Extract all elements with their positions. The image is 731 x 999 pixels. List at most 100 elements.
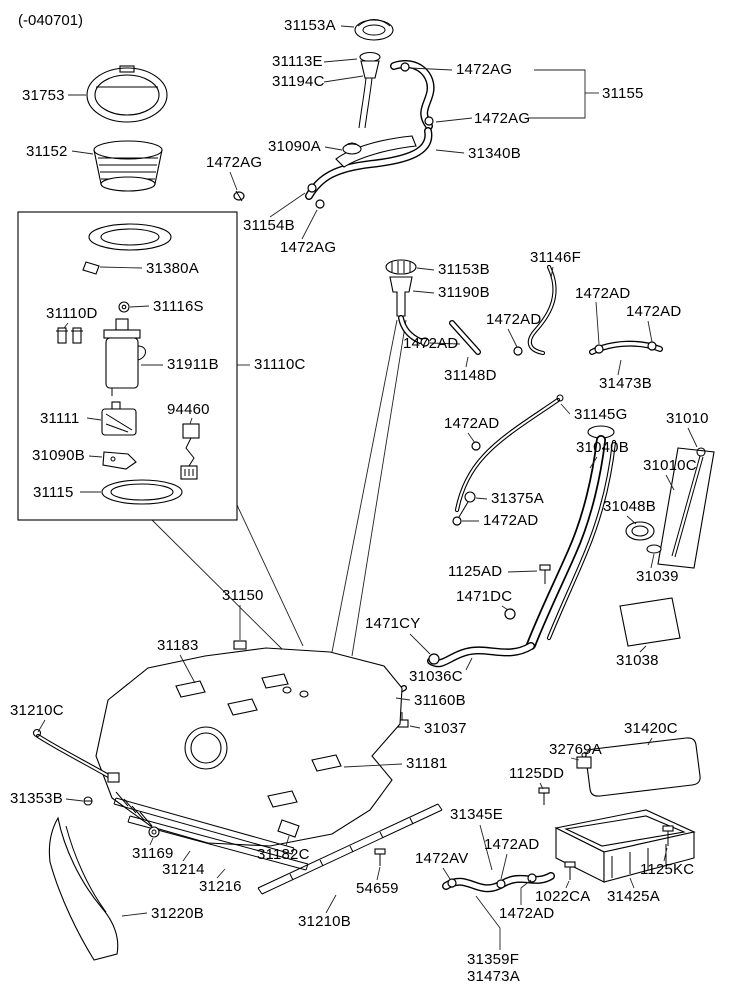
hose-31340B-art <box>305 127 433 209</box>
part-label-31210c-49: 31210C <box>10 702 64 719</box>
part-label-1472ag-5: 1472AG <box>474 110 531 127</box>
tray-31425A-art <box>554 809 696 883</box>
part-label-31359f-69: 31359F <box>467 951 520 968</box>
part-label-31090b-20: 31090B <box>32 447 85 464</box>
fuel-cap-art <box>354 19 394 41</box>
revision-code: (-040701) <box>18 12 84 29</box>
part-label-31425a-64: 31425A <box>607 888 660 905</box>
part-label-31039-40: 31039 <box>636 568 679 585</box>
part-label-31111-18: 31111 <box>40 410 80 427</box>
inlet-funnel-31090A-art <box>335 135 417 168</box>
filler-cap-31153B-art <box>385 259 417 275</box>
filler-neck-top-art <box>358 51 381 129</box>
filler-pipe-31040B-art <box>504 425 655 650</box>
part-label-31150-42: 31150 <box>222 587 264 604</box>
part-label-1472ad-27: 1472AD <box>486 311 542 328</box>
bracket-31182C-art <box>277 819 300 838</box>
filler-boot-31152-art <box>93 140 163 192</box>
part-label-31110c-17: 31110C <box>254 356 306 373</box>
part-label-31113e-1: 31113E <box>272 53 323 70</box>
part-label-31037-48: 31037 <box>424 720 467 737</box>
connector-lines <box>151 319 407 657</box>
vent-tube-31146F-art <box>513 264 557 356</box>
part-label-31155-4: 31155 <box>602 85 644 102</box>
part-label-31010c-35: 31010C <box>643 457 697 474</box>
bolt-31353B-art <box>83 796 93 806</box>
part-label-31090a-8: 31090A <box>268 138 321 155</box>
strap-31210C-art <box>32 728 120 783</box>
part-label-31214-58: 31214 <box>162 861 205 878</box>
part-label-31146f-23: 31146F <box>530 249 581 266</box>
part-label-31160b-47: 31160B <box>414 692 466 709</box>
fuel-tank-art <box>95 640 403 847</box>
part-label-1472ad-26: 1472AD <box>626 303 682 320</box>
bolt-1125KC-art <box>662 825 674 846</box>
bolt-1022CA-art <box>564 861 576 880</box>
part-label-31182c-59: 31182C <box>257 846 310 863</box>
part-label-31353b-54: 31353B <box>10 790 63 807</box>
part-label-31181-50: 31181 <box>406 755 448 772</box>
plate-31038-art <box>619 597 681 647</box>
part-label-54659-62: 54659 <box>356 880 399 897</box>
bolt-54659-art <box>374 848 386 866</box>
part-label-31753-6: 31753 <box>22 87 65 104</box>
part-label-31375a-36: 31375A <box>491 490 544 507</box>
part-label-31911b-16: 31911B <box>167 356 219 373</box>
part-label-31183-44: 31183 <box>157 637 199 654</box>
part-label-31420c-51: 31420C <box>624 720 678 737</box>
leader-lines <box>37 25 698 950</box>
funnel-31190B-art <box>389 276 430 347</box>
part-label-1125kc-65: 1125KC <box>640 861 695 878</box>
part-label-31036c-46: 31036C <box>409 668 463 685</box>
part-label-1472ad-38: 1472AD <box>483 512 539 529</box>
part-label-32769a-52: 32769A <box>549 741 602 758</box>
hose-31155-art <box>390 60 435 130</box>
canister-31420C-art <box>576 737 701 797</box>
part-label-31038-45: 31038 <box>616 652 659 669</box>
part-label-31153a-0: 31153A <box>284 17 336 34</box>
part-label-94460-19: 94460 <box>167 401 210 418</box>
part-label-31154b-11: 31154B <box>243 217 295 234</box>
part-label-31153b-22: 31153B <box>438 261 490 278</box>
pipe-31148D-art <box>449 320 481 355</box>
part-label-1472ag-12: 1472AG <box>280 239 337 256</box>
strap-31210B-art <box>257 803 443 895</box>
part-label-31220b-66: 31220B <box>151 905 204 922</box>
part-label-31340b-9: 31340B <box>468 145 521 162</box>
hose-31036C-art <box>427 642 535 668</box>
part-label-31010-32: 31010 <box>666 410 709 427</box>
part-label-1472ad-56: 1472AD <box>484 836 540 853</box>
part-label-1472av-60: 1472AV <box>415 850 469 867</box>
part-label-1471cy-43: 1471CY <box>365 615 421 632</box>
part-label-31152-7: 31152 <box>26 143 68 160</box>
part-label-31194c-2: 31194C <box>272 73 325 90</box>
part-label-31190b-24: 31190B <box>438 284 490 301</box>
part-label-1472ag-3: 1472AG <box>456 61 513 78</box>
tether-ring-31753-art <box>86 65 168 123</box>
part-label-1472ad-33: 1472AD <box>444 415 500 432</box>
part-label-31216-61: 31216 <box>199 878 242 895</box>
part-label-31148d-29: 31148D <box>444 367 497 384</box>
bolt-1125DD-art <box>538 787 550 805</box>
part-label-31110d-14: 31110D <box>46 305 98 322</box>
protector-31220B-art <box>48 816 119 961</box>
part-label-1472ad-25: 1472AD <box>575 285 631 302</box>
part-label-1125dd-53: 1125DD <box>509 765 565 782</box>
part-label-1472ag-10: 1472AG <box>206 154 263 171</box>
part-label-1471dc-41: 1471DC <box>456 588 513 605</box>
part-label-1472ad-28: 1472AD <box>403 335 459 352</box>
part-label-1472ad-68: 1472AD <box>499 905 555 922</box>
part-label-31169-57: 31169 <box>132 845 174 862</box>
part-label-31116s-15: 31116S <box>153 298 204 315</box>
part-label-31048b-37: 31048B <box>603 498 656 515</box>
part-label-1022ca-63: 1022CA <box>535 888 591 905</box>
grommet-31169-art <box>148 826 160 838</box>
part-label-31115-21: 31115 <box>33 484 74 501</box>
part-label-31473a-70: 31473A <box>467 968 520 985</box>
pump-module-box-art <box>17 211 238 521</box>
part-label-31473b-30: 31473B <box>599 375 652 392</box>
clamp-1472AG-left-art <box>233 190 245 202</box>
